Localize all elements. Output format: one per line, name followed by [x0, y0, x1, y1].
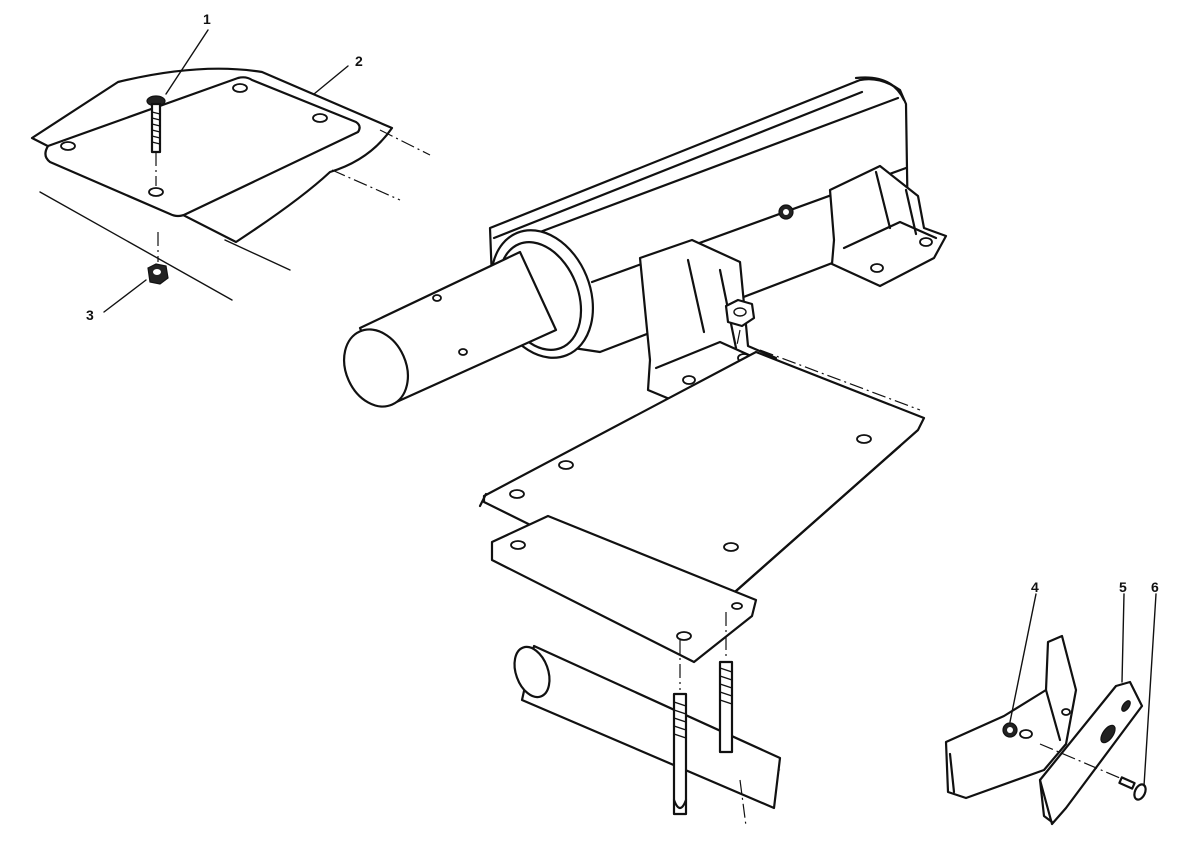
u-bolt [672, 692, 688, 816]
leader-5 [1121, 593, 1125, 683]
leader-3 [103, 279, 147, 313]
callout-1: 1 [203, 11, 211, 27]
callout-6: 6 [1151, 579, 1159, 595]
leader-6 [1143, 593, 1157, 787]
angle-strap [1038, 680, 1144, 826]
rear-foot [828, 164, 948, 288]
leader-lines [103, 29, 1157, 787]
flat-head-screw [146, 95, 166, 186]
bracket-detail [944, 634, 1147, 826]
callout-4: 4 [1031, 579, 1039, 595]
plate-hole [232, 83, 248, 93]
callout-2: 2 [355, 53, 363, 69]
callout-5: 5 [1119, 579, 1127, 595]
callout-3: 3 [86, 307, 94, 323]
mounting-sheet [30, 67, 394, 244]
spacer-plate [490, 514, 758, 664]
shaft-end [343, 328, 409, 408]
plate-detail [30, 67, 431, 301]
plate-hole [312, 113, 328, 123]
cover-plate [44, 76, 361, 218]
axle-tube [520, 644, 782, 810]
plate-hole [60, 141, 76, 151]
plate-hole [148, 187, 164, 197]
axle-housing-assembly [343, 76, 948, 412]
grease-fitting [778, 204, 794, 220]
hex-nut [147, 263, 169, 285]
leader-2 [313, 65, 349, 95]
axle-tube-group [513, 612, 782, 827]
mounting-plate-group [478, 349, 926, 664]
bracket-bolt [1118, 776, 1147, 801]
u-bolt [718, 660, 734, 754]
leader-1 [165, 29, 209, 95]
leader-4 [1009, 593, 1037, 723]
lock-nut [724, 298, 756, 328]
bracket-nut [1002, 722, 1018, 738]
